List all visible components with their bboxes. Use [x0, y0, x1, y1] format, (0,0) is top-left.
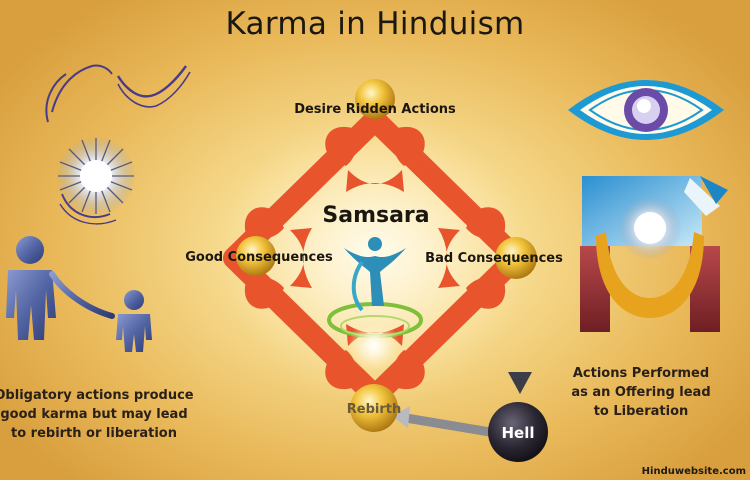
- parent-child-illustration: [6, 236, 152, 352]
- arrow-to-hell: [508, 282, 532, 394]
- caption-left-line-2: good karma but may lead: [0, 407, 188, 422]
- offering-hands-illustration: [580, 176, 728, 332]
- hand-sun-illustration: [45, 64, 191, 225]
- node-hell: [488, 402, 548, 462]
- caption-right-line-2: as an Offering lead: [571, 385, 711, 400]
- node-right: [495, 237, 537, 279]
- label-bad-consequences: Bad Consequences: [425, 251, 563, 266]
- label-rebirth: Rebirth: [347, 402, 401, 417]
- node-top: [355, 79, 395, 119]
- node-left: [236, 236, 276, 276]
- caption-right-line-3: to Liberation: [593, 404, 689, 419]
- caption-right-line-1: Actions Performed: [572, 366, 710, 381]
- website-credit: Hinduwebsite.com: [641, 466, 746, 477]
- label-samsara: Samsara: [322, 203, 429, 228]
- label-desire-ridden-actions: Desire Ridden Actions: [294, 102, 456, 117]
- caption-left: Obligatory actions produce good karma bu…: [0, 386, 194, 443]
- label-hell: Hell: [501, 424, 534, 442]
- node-bottom: [350, 384, 398, 432]
- caption-left-line-1: Obligatory actions produce: [0, 388, 194, 403]
- caption-left-line-3: to rebirth or liberation: [10, 426, 177, 441]
- label-good-consequences: Good Consequences: [185, 250, 333, 265]
- arrow-hell-to-rebirth: [392, 406, 491, 437]
- caption-right: Actions Performed as an Offering lead to…: [556, 364, 726, 421]
- eye-illustration: [568, 80, 724, 140]
- page-title: Karma in Hinduism: [225, 6, 525, 42]
